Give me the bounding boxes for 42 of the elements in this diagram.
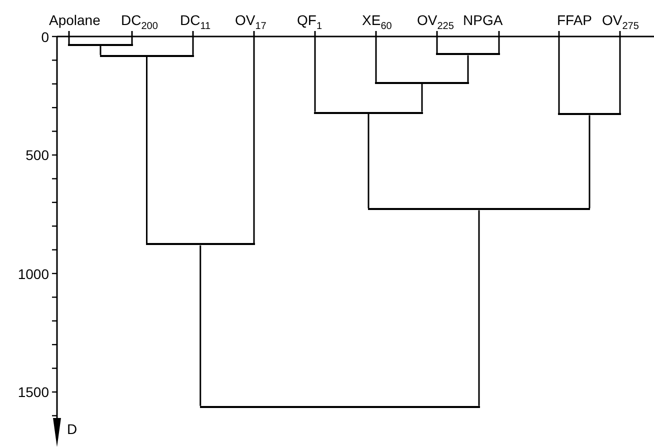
merge-bar — [368, 208, 590, 210]
tree-branch — [368, 114, 370, 208]
tree-branch — [375, 31, 377, 82]
tree-branch — [200, 245, 202, 406]
leaf-label: FFAP — [557, 11, 592, 31]
tree-branch — [146, 56, 148, 244]
leaf-label: OV$_{17}$ — [235, 11, 266, 31]
merge-bar — [100, 54, 194, 57]
merge-bar — [558, 113, 621, 116]
tick-label: 1500 — [16, 384, 49, 400]
tree-branch — [421, 84, 423, 112]
tick-label: 1000 — [16, 266, 49, 282]
merge-bar — [146, 243, 255, 246]
tree-branch — [478, 210, 480, 406]
leaf-label: XE$_{60}$ — [362, 11, 392, 31]
merge-bar — [436, 53, 500, 56]
axis-label: D — [67, 421, 78, 437]
merge-bar — [200, 406, 480, 408]
tree-branch — [253, 31, 255, 244]
leaf-label: QF$_{1}$ — [297, 11, 322, 31]
tree-branch — [131, 31, 133, 44]
merge-bar — [68, 44, 133, 46]
tree-branch — [619, 31, 621, 114]
leaf-label: DC$_{200}$ — [121, 11, 158, 31]
tick-label: 0 — [40, 28, 49, 44]
leaf-label: OV$_{275}$ — [602, 11, 639, 31]
leaf-label: NPGA — [463, 11, 503, 31]
tree-branch — [558, 31, 560, 114]
tree-branch — [588, 115, 590, 208]
tree-branch — [100, 46, 102, 55]
merge-bar — [314, 112, 423, 114]
tree-branch — [467, 55, 469, 82]
leaf-label: DC$_{11}$ — [180, 11, 211, 31]
tree-branch — [498, 31, 500, 54]
leaf-label: OV$_{225}$ — [417, 11, 454, 31]
merge-bar — [375, 82, 469, 84]
tree-branch — [68, 31, 70, 44]
leaf-label: Apolane — [49, 11, 100, 31]
tree-branch — [436, 31, 438, 54]
tree-branch — [314, 31, 316, 112]
tick-label: 500 — [24, 147, 49, 163]
tree-branch — [192, 31, 194, 55]
